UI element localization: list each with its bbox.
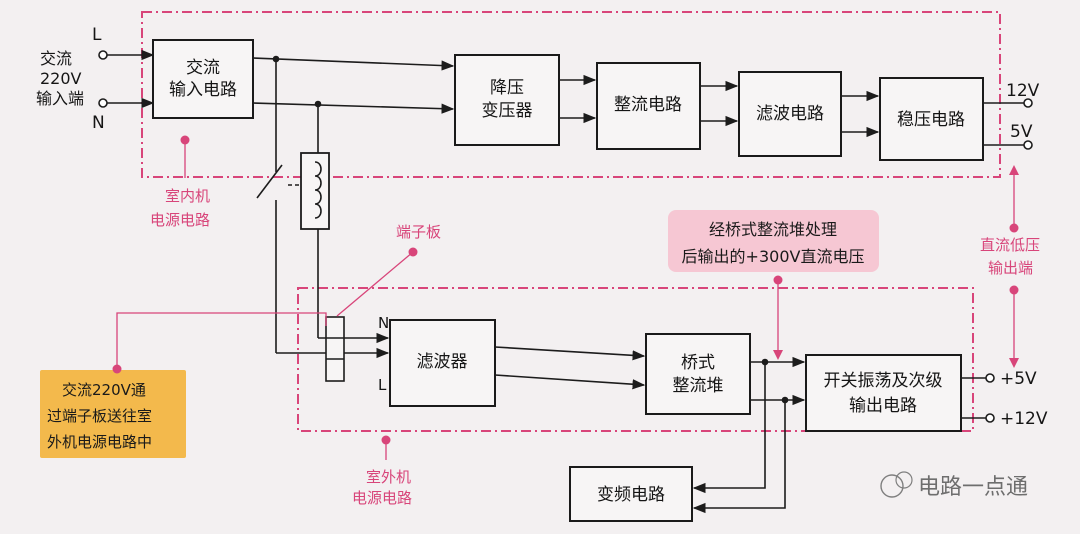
relay-coil-icon bbox=[314, 161, 322, 219]
bridge-output-note bbox=[668, 210, 879, 272]
ac-input-block-label-1: 交流 bbox=[186, 58, 220, 78]
indoor-power-label-2: 电源电路 bbox=[150, 211, 210, 229]
ac-note-line-3: 外机电源电路中 bbox=[47, 433, 152, 451]
power-switch-symbol bbox=[256, 164, 283, 199]
filter-circuit-block bbox=[738, 71, 842, 157]
indoor-5v-terminal bbox=[1023, 140, 1033, 150]
indoor-power-region bbox=[141, 11, 1001, 178]
ac-routing-note bbox=[40, 370, 186, 458]
ac-input-label-3: 输入端 bbox=[36, 89, 84, 108]
inverter-circuit-block bbox=[569, 466, 693, 522]
indoor-power-label-1: 室内机 bbox=[165, 187, 210, 205]
ac-input-circuit-block bbox=[152, 39, 254, 119]
dc-low-label-1: 直流低压 bbox=[980, 236, 1040, 254]
regulator-circuit-block bbox=[879, 77, 984, 161]
ac-input-label-1: 交流 bbox=[40, 49, 72, 68]
indoor-12v-terminal bbox=[1023, 98, 1033, 108]
switching-block-label-2: 输出电路 bbox=[849, 396, 917, 416]
outdoor-12v-label: +12V bbox=[1000, 409, 1048, 429]
outdoor-power-label-2: 电源电路 bbox=[352, 489, 412, 507]
outdoor-12v-terminal bbox=[985, 413, 995, 423]
input-N-label: N bbox=[92, 113, 105, 133]
stepdown-transformer-block bbox=[454, 54, 560, 146]
rectifier-block-label: 整流电路 bbox=[614, 95, 682, 115]
input-L-label: L bbox=[92, 25, 102, 45]
stepdown-block-label-2: 变压器 bbox=[482, 101, 533, 121]
ac-note-line-2: 过端子板送往室 bbox=[47, 407, 152, 425]
terminal-board-label: 端子板 bbox=[396, 223, 441, 241]
ac-input-label-2: 220V bbox=[40, 69, 82, 88]
indoor-12v-label: 12V bbox=[1006, 81, 1040, 101]
regulator-block-label: 稳压电路 bbox=[897, 110, 965, 130]
ac-note-line-1: 交流220V通 bbox=[62, 381, 146, 399]
chat-bubble-icon bbox=[880, 474, 904, 498]
switching-oscillator-block bbox=[805, 354, 962, 432]
bridge-rectifier-block bbox=[645, 333, 751, 415]
stepdown-block-label-1: 降压 bbox=[490, 78, 524, 98]
bridge-block-label-1: 桥式 bbox=[681, 353, 715, 373]
outdoor-filter-label: 滤波器 bbox=[417, 352, 468, 372]
switching-block-label-1: 开关振荡及次级 bbox=[824, 371, 943, 391]
bridge-note-line-1: 经桥式整流堆处理 bbox=[709, 220, 837, 239]
relay-coil-box bbox=[300, 152, 330, 230]
outdoor-power-label-1: 室外机 bbox=[366, 468, 411, 486]
watermark-text: 电路一点通 bbox=[918, 475, 1028, 500]
outdoor-5v-terminal bbox=[985, 373, 995, 383]
rectifier-circuit-block bbox=[596, 62, 701, 150]
inverter-block-label: 变频电路 bbox=[597, 485, 665, 505]
bridge-block-label-2: 整流堆 bbox=[673, 376, 724, 396]
outdoor-power-region bbox=[297, 287, 974, 432]
filter-block-label: 滤波电路 bbox=[756, 104, 824, 124]
indoor-5v-label: 5V bbox=[1010, 122, 1033, 142]
input-N-terminal bbox=[98, 98, 108, 108]
input-L-terminal bbox=[98, 50, 108, 60]
dc-low-label-2: 输出端 bbox=[988, 259, 1033, 277]
bridge-note-line-2: 后输出的+300V直流电压 bbox=[682, 247, 865, 266]
outdoor-5v-label: +5V bbox=[1000, 369, 1037, 389]
terminal-L-label: L bbox=[378, 376, 387, 394]
outdoor-filter-block bbox=[389, 319, 496, 407]
terminal-N-label: N bbox=[378, 314, 389, 332]
terminal-board bbox=[325, 316, 345, 382]
watermark: 电路一点通 bbox=[880, 471, 1028, 500]
ac-input-block-label-2: 输入电路 bbox=[169, 80, 237, 100]
